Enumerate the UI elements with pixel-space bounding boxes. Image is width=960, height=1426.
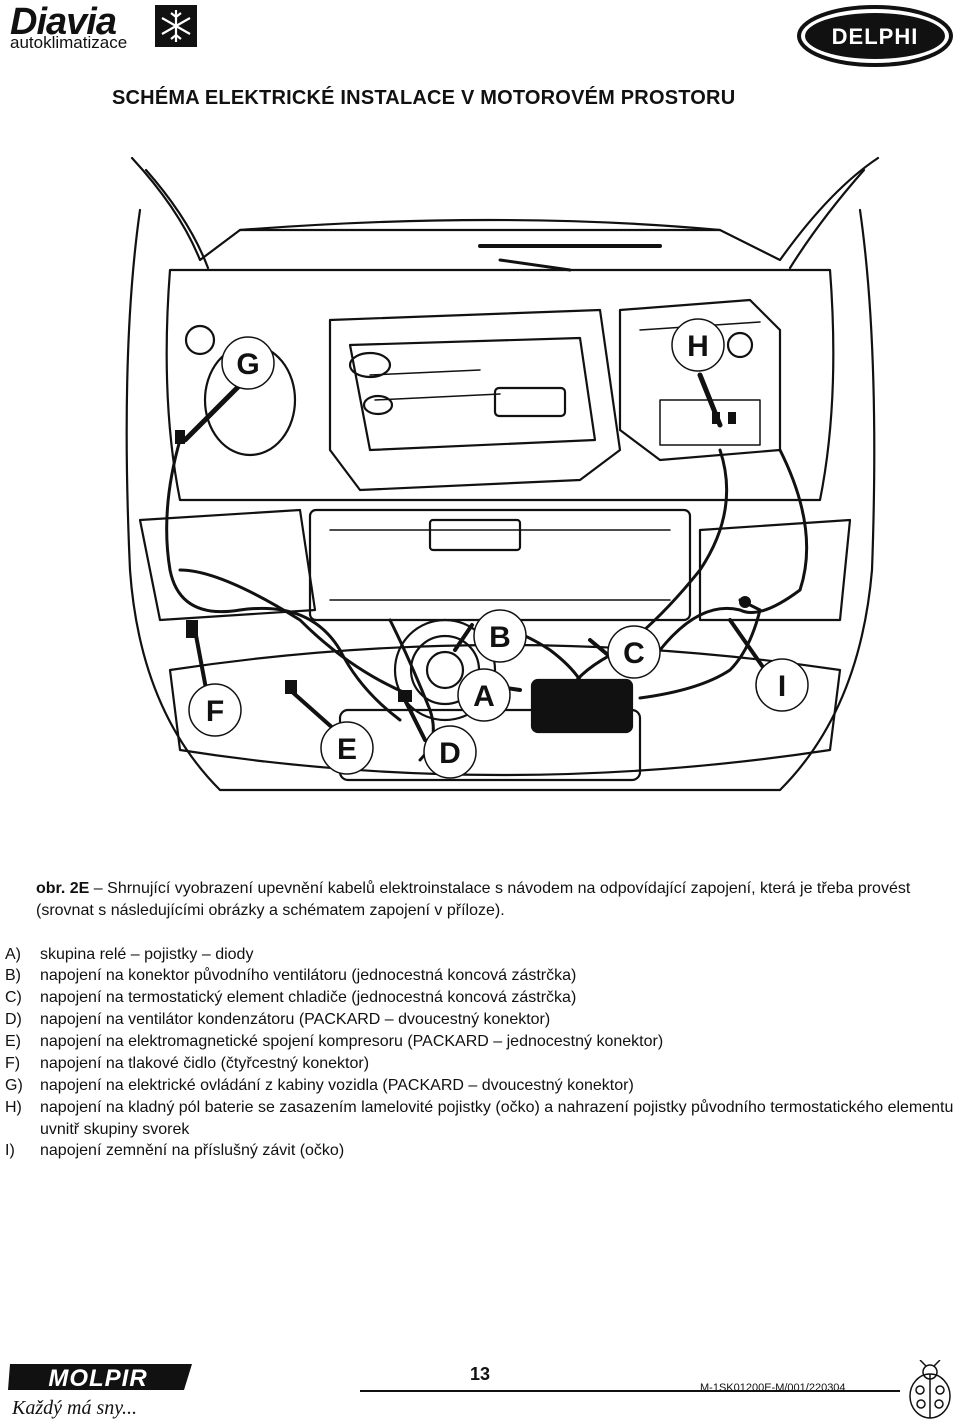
delphi-logo-text: DELPHI (832, 24, 919, 49)
legend-text: napojení na elektromagnetické spojení ko… (40, 1033, 664, 1050)
page-title: SCHÉMA ELEKTRICKÉ INSTALACE V MOTOROVÉM … (112, 87, 736, 109)
callout-d: D (439, 737, 461, 770)
diavia-brand-subtitle: autoklimatizace (10, 33, 128, 52)
ladybug-icon (909, 1360, 951, 1419)
molpir-brand: MOLPIR (48, 1365, 147, 1392)
molpir-logo: MOLPIR Každý má sny... (8, 1364, 192, 1419)
callout-e: E (337, 733, 357, 766)
legend-key: G) (5, 1077, 23, 1094)
legend-text: napojení na elektrické ovládání z kabiny… (40, 1077, 634, 1094)
legend-text: skupina relé – pojistky – diody (40, 946, 254, 963)
document-code: M-1SK01200E-M/001/220304 (700, 1382, 846, 1394)
callout-h: H (687, 330, 709, 363)
legend-key: F) (5, 1055, 21, 1072)
molpir-slogan: Každý má sny... (11, 1397, 137, 1419)
legend-key: C) (5, 989, 22, 1006)
legend-text: napojení na konektor původního ventiláto… (40, 967, 577, 984)
snowflake-icon (155, 5, 197, 47)
callout-a: A (473, 680, 495, 713)
legend-text: napojení zemnění na příslušný závit (očk… (40, 1142, 345, 1159)
legend-text: napojení na kladný pól baterie se zasaze… (40, 1099, 954, 1138)
caption-text: – Shrnující vyobrazení upevnění kabelů e… (36, 880, 911, 919)
callout-f: F (206, 695, 224, 728)
legend-key: B) (5, 967, 21, 984)
legend-text: napojení na ventilátor kondenzátoru (PAC… (40, 1011, 551, 1028)
callout-g: G (236, 348, 259, 381)
legend-key: E) (5, 1033, 21, 1050)
legend-key: D) (5, 1011, 22, 1028)
legend-text: napojení na termostatický element chladi… (40, 989, 577, 1006)
callout-c: C (623, 637, 645, 670)
legend-text: napojení na tlakové čidlo (čtyřcestný ko… (40, 1055, 370, 1072)
page-number: 13 (469, 1364, 491, 1384)
legend-key: H) (5, 1099, 22, 1116)
footer-divider (360, 1390, 900, 1392)
legend-key: A) (5, 946, 21, 963)
legend-key: I) (5, 1142, 15, 1159)
callout-i: I (778, 670, 786, 703)
figure-caption: obr. 2E – Shrnující vyobrazení upevnění … (36, 878, 942, 922)
diavia-brand-name: Diavia (10, 1, 117, 43)
figure-label: obr. 2E (36, 880, 90, 897)
engine-bay-diagram: G H B C I A F E D (125, 156, 880, 792)
callout-b: B (489, 621, 511, 654)
delphi-logo: DELPHI (797, 5, 953, 67)
diavia-logo: Diavia autoklimatizace (4, 2, 204, 52)
